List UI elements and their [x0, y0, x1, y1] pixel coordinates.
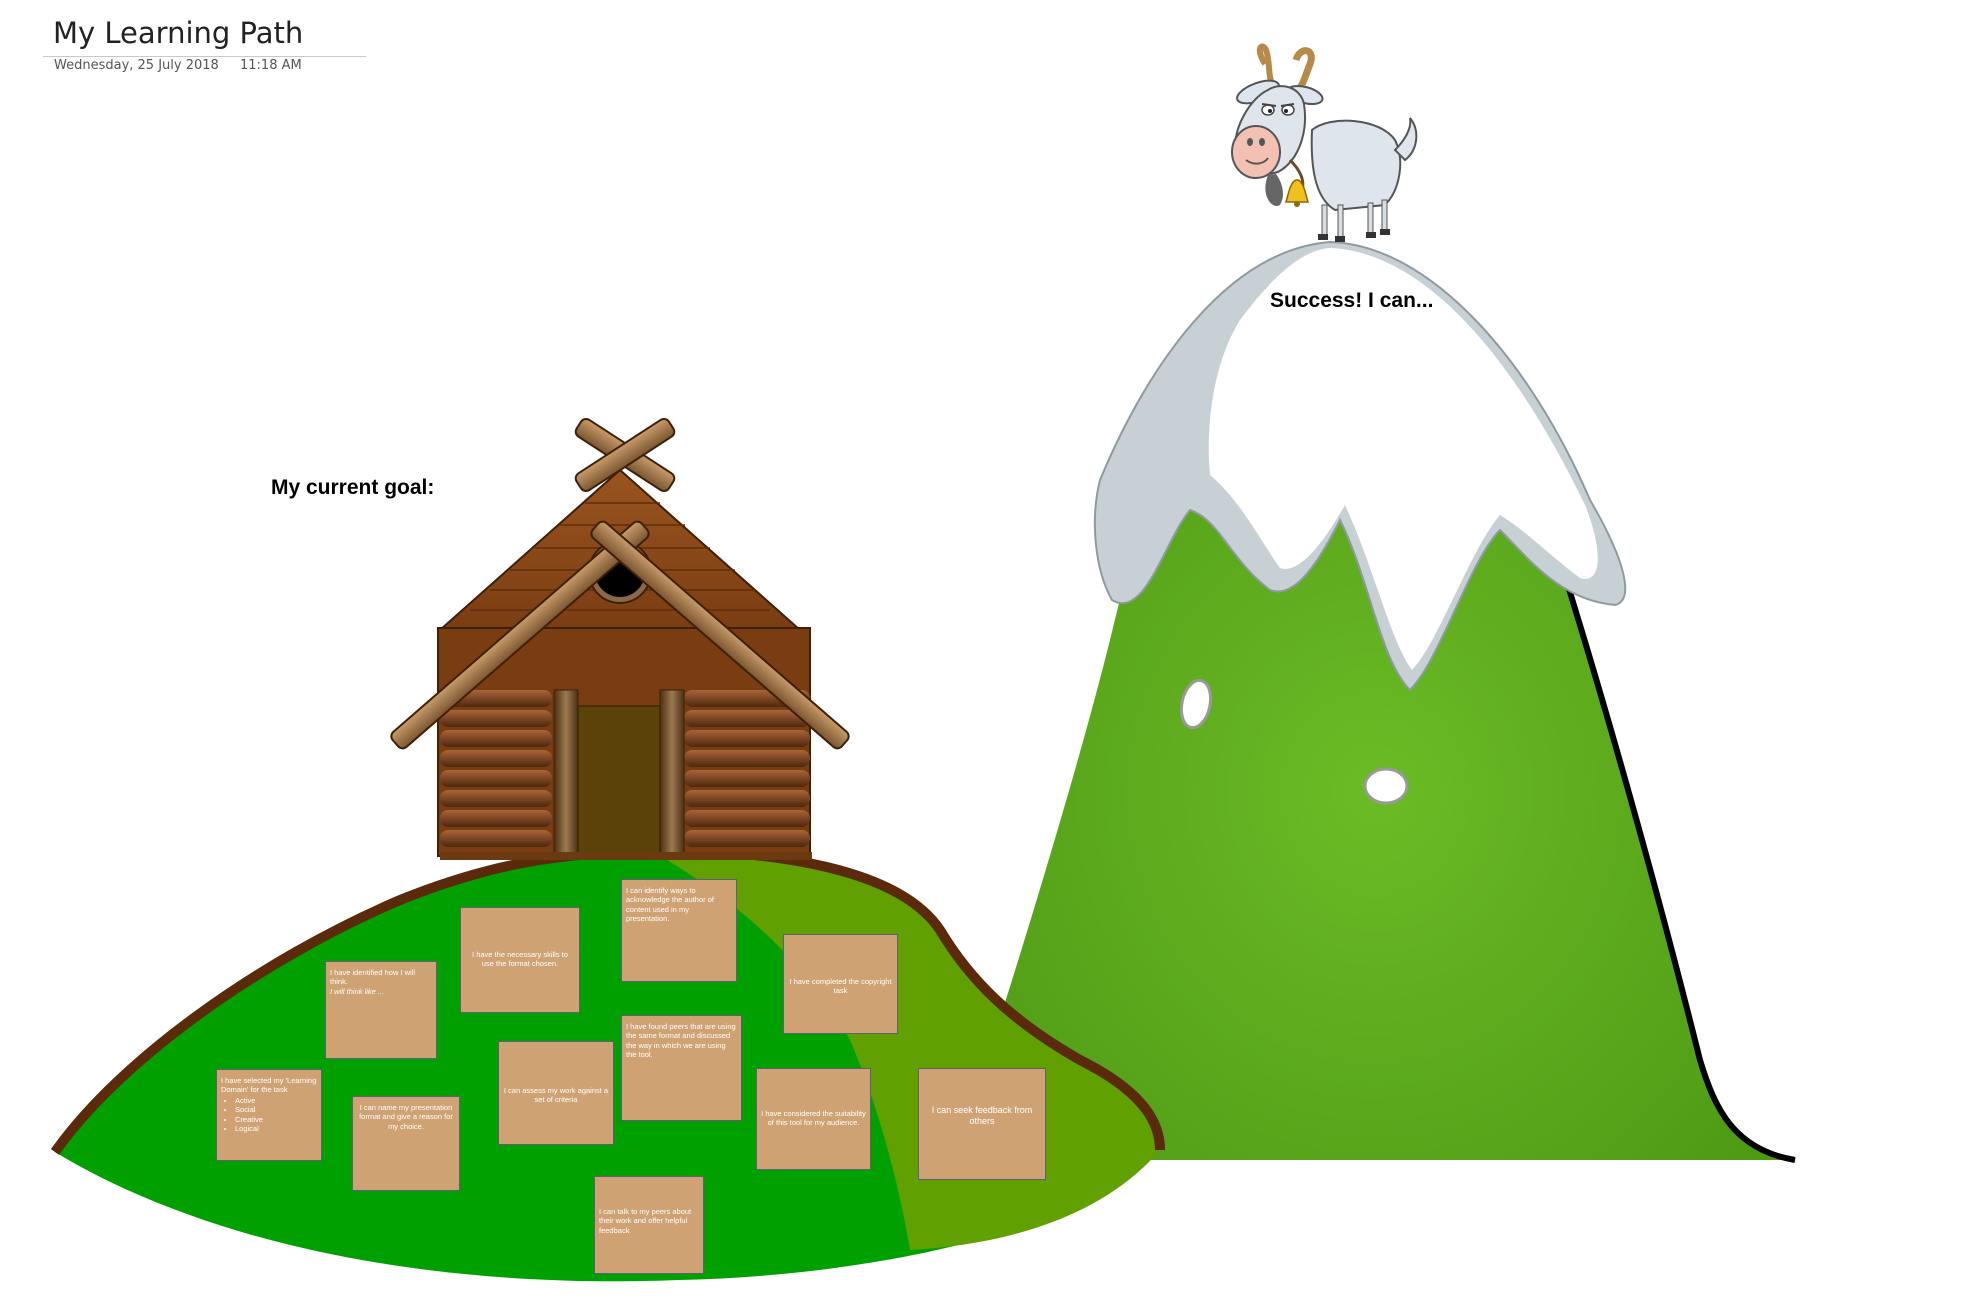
card-text: I have identified how I will think. — [330, 968, 416, 987]
page-time: 11:18 AM — [240, 58, 302, 73]
card-text: I can seek feedback from others — [931, 1105, 1033, 1127]
page-title[interactable]: My Learning Path — [53, 16, 304, 50]
list-item: Active — [235, 1096, 317, 1105]
card-text: I have completed the copyright task — [789, 977, 892, 996]
goal-heading[interactable]: My current goal: — [271, 476, 435, 499]
card-learning-domain[interactable]: I have selected my 'Learning Domain' for… — [216, 1069, 322, 1161]
card-peers-format[interactable]: I have found peers that are using the sa… — [621, 1015, 742, 1121]
title-underline — [43, 56, 366, 57]
card-text: I can identify ways to acknowledge the a… — [626, 886, 714, 924]
list-item: Social — [235, 1105, 317, 1114]
card-acknowledge[interactable]: I can identify ways to acknowledge the a… — [621, 879, 737, 982]
card-talk-peers[interactable]: I can talk to my peers about their work … — [594, 1176, 704, 1274]
card-text: I can assess my work against a set of cr… — [503, 1086, 609, 1105]
list-item: Creative — [235, 1115, 317, 1124]
card-think[interactable]: I have identified how I will think. I wi… — [325, 961, 437, 1059]
card-text: I have the necessary skills to use the f… — [472, 950, 568, 969]
card-text: I have considered the suitability of thi… — [761, 1109, 866, 1128]
card-assess[interactable]: I can assess my work against a set of cr… — [498, 1041, 614, 1145]
snowy-mountain-icon — [955, 240, 1796, 1163]
card-text: I can talk to my peers about their work … — [599, 1207, 692, 1235]
card-suitability[interactable]: I have considered the suitability of thi… — [756, 1068, 871, 1170]
card-text-italic: I will think like ... — [330, 986, 385, 996]
card-text: I have selected my 'Learning Domain' for… — [221, 1076, 317, 1095]
card-name-format[interactable]: I can name my presentation format and gi… — [352, 1096, 460, 1191]
goat-icon — [1231, 43, 1418, 242]
card-copyright[interactable]: I have completed the copyright task — [783, 934, 898, 1034]
success-heading[interactable]: Success! I can... — [1270, 289, 1434, 312]
card-skills[interactable]: I have the necessary skills to use the f… — [460, 907, 580, 1013]
list-item: Logical — [235, 1124, 317, 1133]
card-text: I can name my presentation format and gi… — [359, 1103, 453, 1131]
bell-icon — [1284, 179, 1310, 207]
learning-domain-list: Active Social Creative Logical — [221, 1096, 317, 1134]
page-date: Wednesday, 25 July 2018 — [54, 58, 219, 73]
card-text: I have found peers that are using the sa… — [626, 1022, 736, 1060]
log-cabin-icon — [390, 417, 850, 860]
card-seek-feedback[interactable]: I can seek feedback from others — [918, 1068, 1046, 1180]
